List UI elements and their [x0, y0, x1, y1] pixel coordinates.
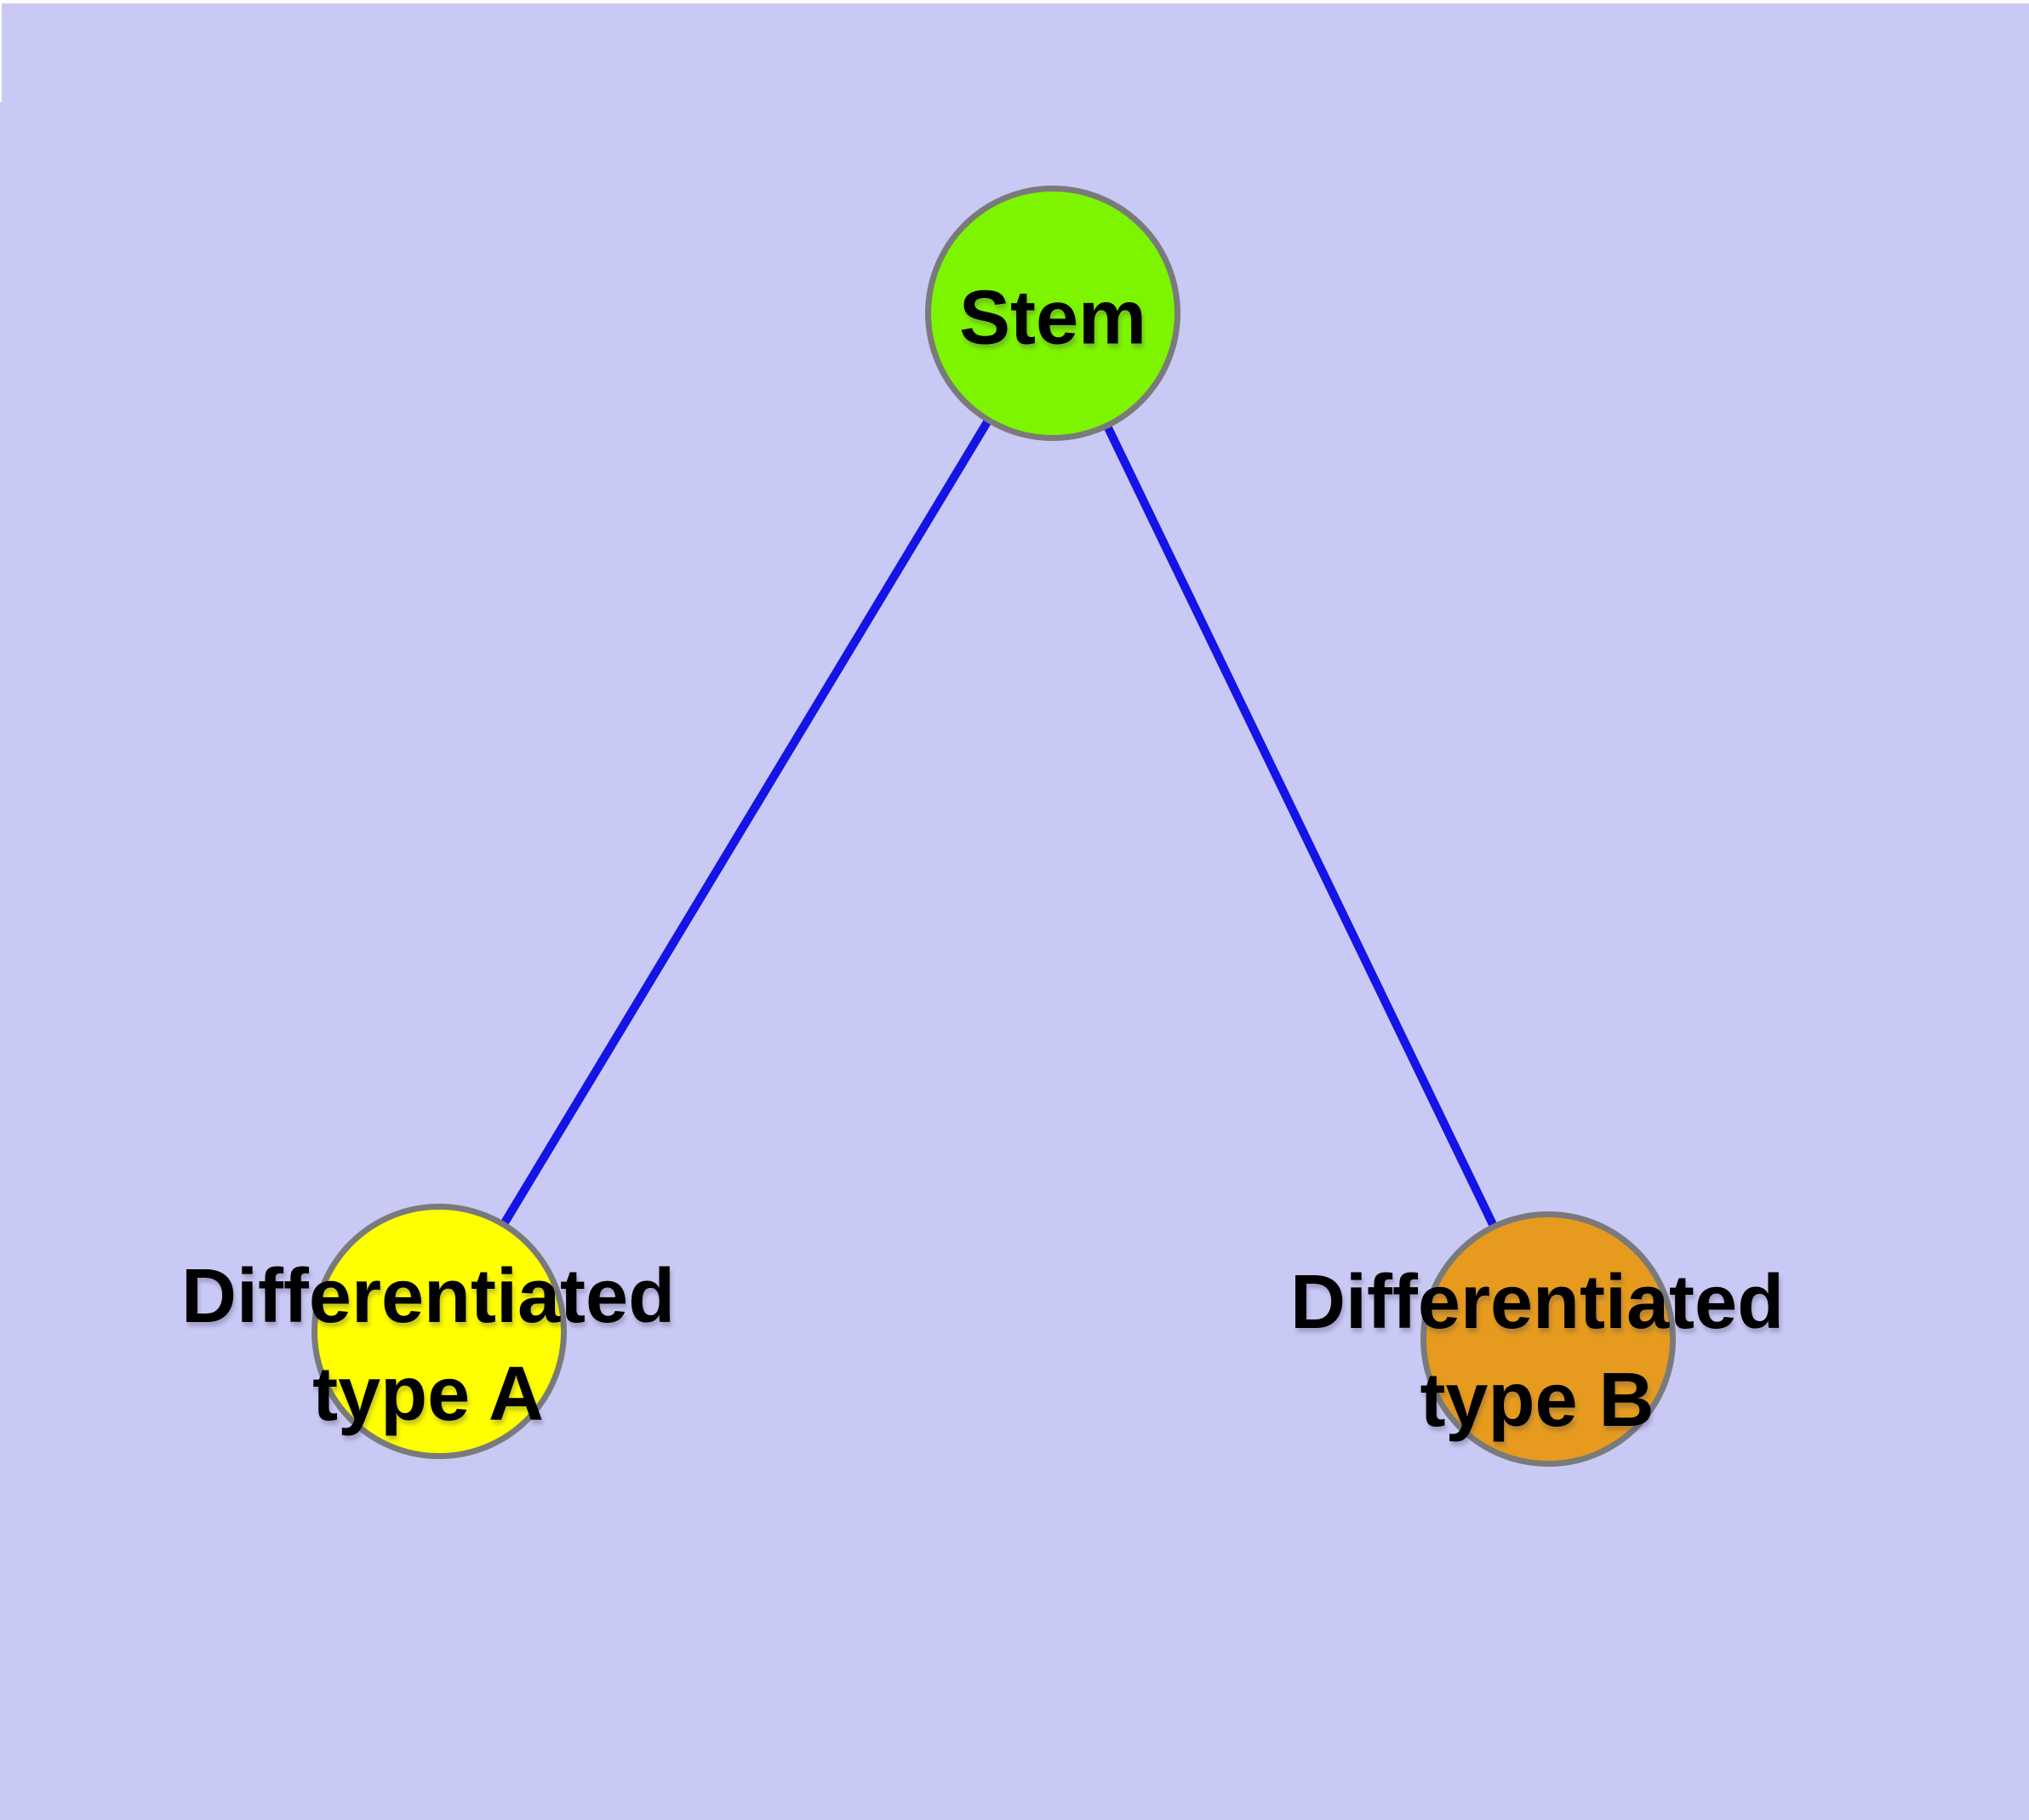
node-differentiated-type-a-label: Differentiated type A: [180, 1254, 676, 1437]
canvas-top-margin: [0, 0, 2029, 3]
node-differentiated-type-b: [1420, 1211, 1676, 1467]
node-differentiated-type-a: [311, 1204, 567, 1459]
node-differentiated-type-b-label: Differentiated type B: [1289, 1260, 1785, 1443]
node-stem-label: Stem: [958, 275, 1147, 361]
node-stem: [925, 186, 1180, 441]
canvas-left-margin: [0, 0, 2, 102]
edge-stem-to-type-b: [1049, 311, 1552, 1342]
edge-stem-to-type-a: [435, 311, 1057, 1334]
